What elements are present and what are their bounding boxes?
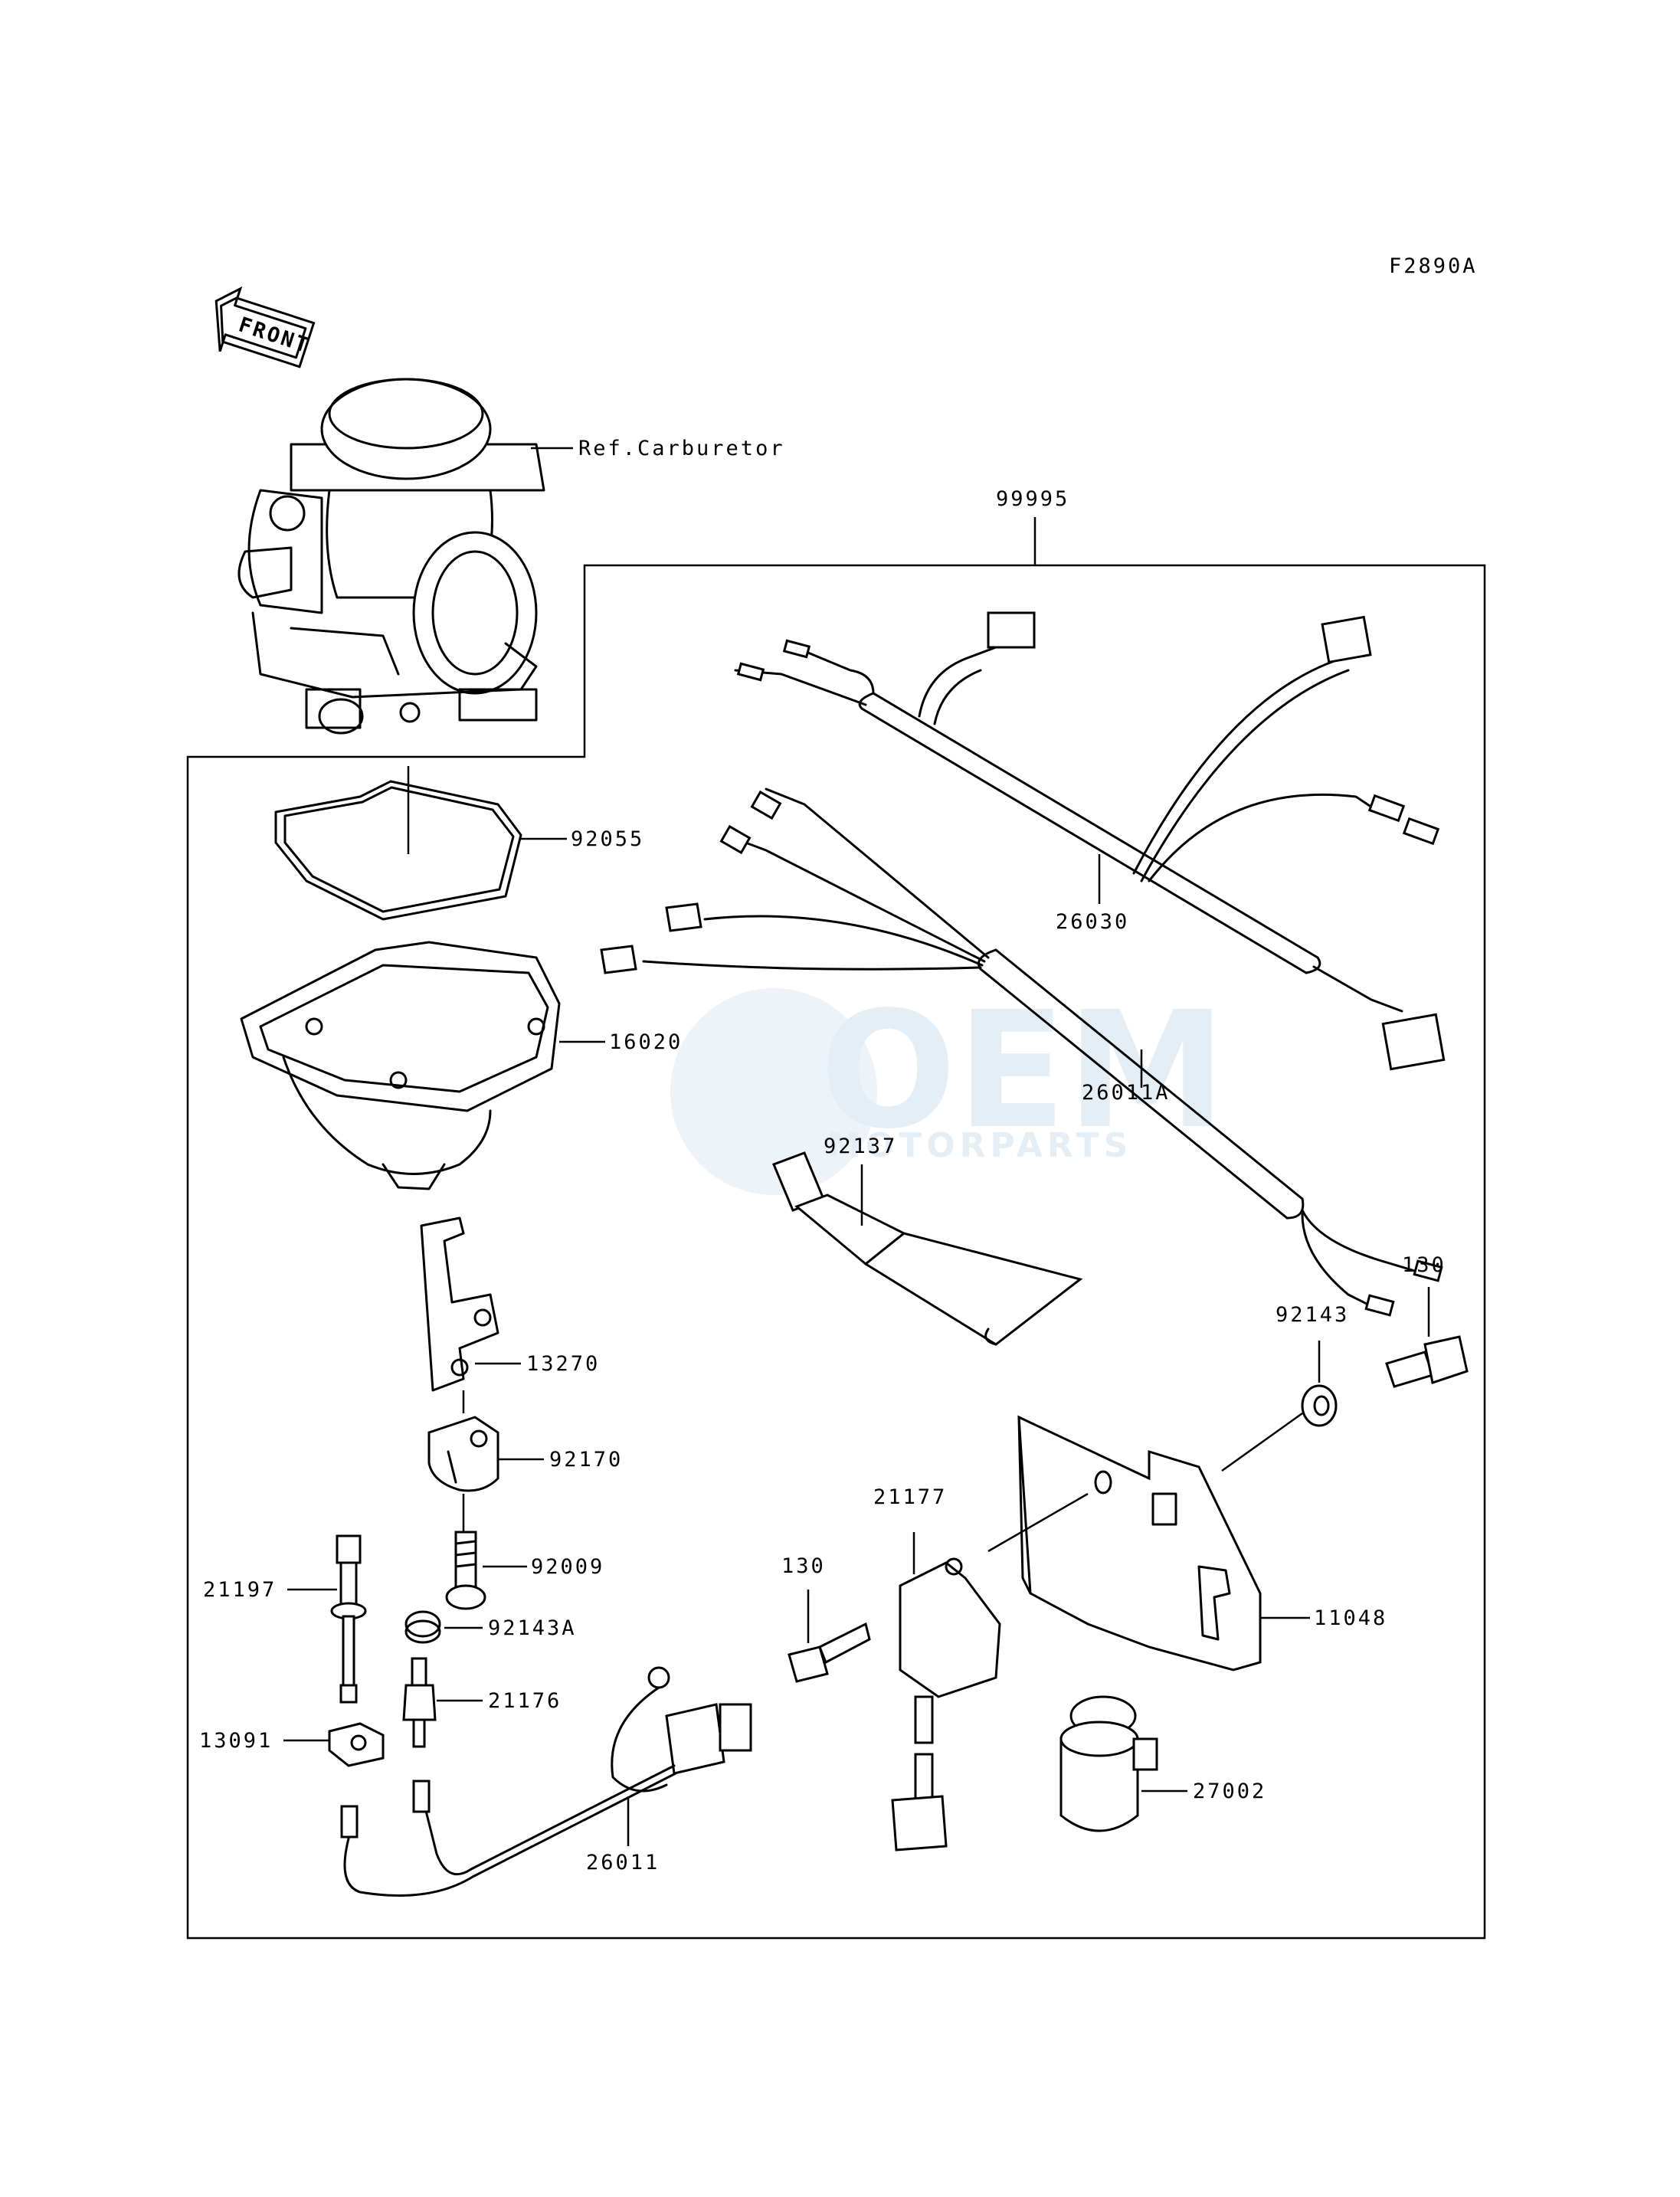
label-92170: 92170: [549, 1448, 623, 1472]
float-bowl-16020: [240, 941, 561, 1190]
label-92009: 92009: [531, 1555, 604, 1579]
washer-92143A: [404, 1610, 441, 1644]
label-92137: 92137: [824, 1135, 897, 1158]
label-26030: 26030: [1056, 910, 1129, 934]
label-130-top: 130: [1402, 1253, 1446, 1277]
label-13270: 13270: [526, 1352, 600, 1376]
label-16020: 16020: [609, 1030, 683, 1054]
bolt-130-top: [1385, 1335, 1469, 1388]
tube-92137: [772, 1151, 1083, 1346]
clip-13091: [328, 1722, 385, 1767]
label-27002: 27002: [1193, 1780, 1266, 1803]
carburetor: [237, 378, 545, 735]
label-13091: 13091: [199, 1729, 273, 1753]
label-130-mid: 130: [781, 1554, 826, 1578]
label-11048: 11048: [1314, 1606, 1387, 1630]
figure-code: F2890A: [1389, 254, 1478, 278]
label-ref-carburetor: Ref.Carburetor: [578, 437, 785, 460]
gasket-92055: [274, 780, 522, 921]
harness-26011A: [600, 787, 1443, 1317]
label-92143A: 92143A: [488, 1616, 577, 1640]
clamp-92170: [427, 1416, 499, 1492]
kit-box-outline: [186, 564, 1486, 1940]
kit-label: 99995: [996, 487, 1069, 511]
bracket-11048: [1017, 1415, 1262, 1671]
label-92143: 92143: [1276, 1303, 1349, 1327]
harness-26011: [340, 1666, 752, 1897]
label-21177: 21177: [873, 1485, 947, 1509]
control-unit-21177: [891, 1557, 1001, 1852]
watermark-main: OEM: [820, 977, 1226, 1164]
washer-92143: [1301, 1384, 1338, 1427]
harness-26030: [734, 611, 1446, 1071]
front-arrow-icon: FRONT: [215, 286, 316, 368]
label-26011A: 26011A: [1082, 1081, 1171, 1105]
label-92055: 92055: [571, 827, 644, 851]
screw-92009: [445, 1531, 486, 1610]
sensor-21176: [402, 1657, 437, 1748]
solenoid-27002: [1059, 1695, 1158, 1832]
label-21197: 21197: [203, 1578, 277, 1602]
label-26011: 26011: [586, 1851, 660, 1874]
bolt-130-mid: [788, 1622, 871, 1683]
label-21176: 21176: [488, 1689, 562, 1713]
watermark-sub: MOTORPARTS: [827, 1126, 1132, 1165]
watermark: OEM MOTORPARTS: [670, 977, 1226, 1195]
bracket-13270: [420, 1216, 499, 1392]
pin-21197: [330, 1534, 367, 1704]
